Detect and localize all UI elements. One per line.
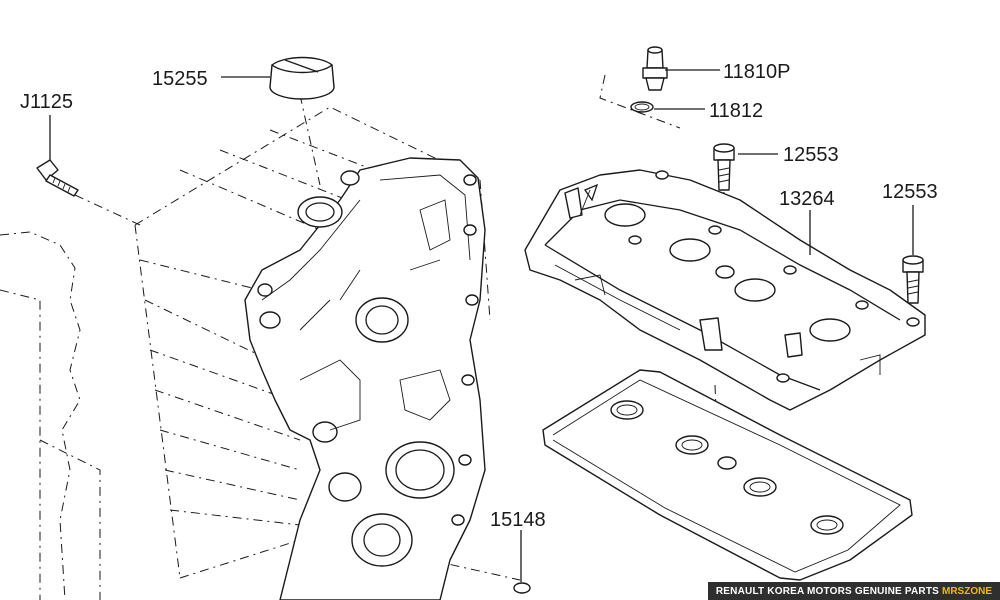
bolt-12553-right bbox=[902, 255, 924, 304]
label-13264: 13264 bbox=[779, 188, 835, 210]
valve-cover-gasket bbox=[542, 369, 913, 581]
projection-box bbox=[74, 94, 521, 581]
label-15148: 15148 bbox=[490, 509, 546, 531]
label-11812: 11812 bbox=[709, 100, 763, 122]
o-ring-11812 bbox=[599, 74, 681, 129]
label-15255: 15255 bbox=[152, 68, 208, 90]
pcv-valve-11810p bbox=[642, 46, 668, 91]
front-cover bbox=[244, 157, 486, 600]
label-12553-right: 12553 bbox=[882, 181, 938, 203]
label-j1125: J1125 bbox=[20, 91, 73, 113]
label-11810p: 11810P bbox=[723, 61, 790, 83]
label-12553-top: 12553 bbox=[783, 144, 839, 166]
leader-lines bbox=[49, 69, 914, 582]
engine-block-outline bbox=[0, 231, 101, 600]
valve-cover-13264 bbox=[524, 169, 926, 456]
watermark-bar: RENAULT KOREA MOTORS GENUINE PARTS MRSZO… bbox=[707, 582, 1000, 600]
bolt-12553-top bbox=[713, 143, 735, 245]
watermark-brand: MRSZONE bbox=[942, 585, 992, 597]
oil-filler-cap-15255 bbox=[269, 56, 335, 100]
plug-15148 bbox=[513, 582, 531, 594]
bolt-j1125 bbox=[36, 159, 79, 197]
watermark-text: RENAULT KOREA MOTORS GENUINE PARTS bbox=[715, 585, 939, 597]
